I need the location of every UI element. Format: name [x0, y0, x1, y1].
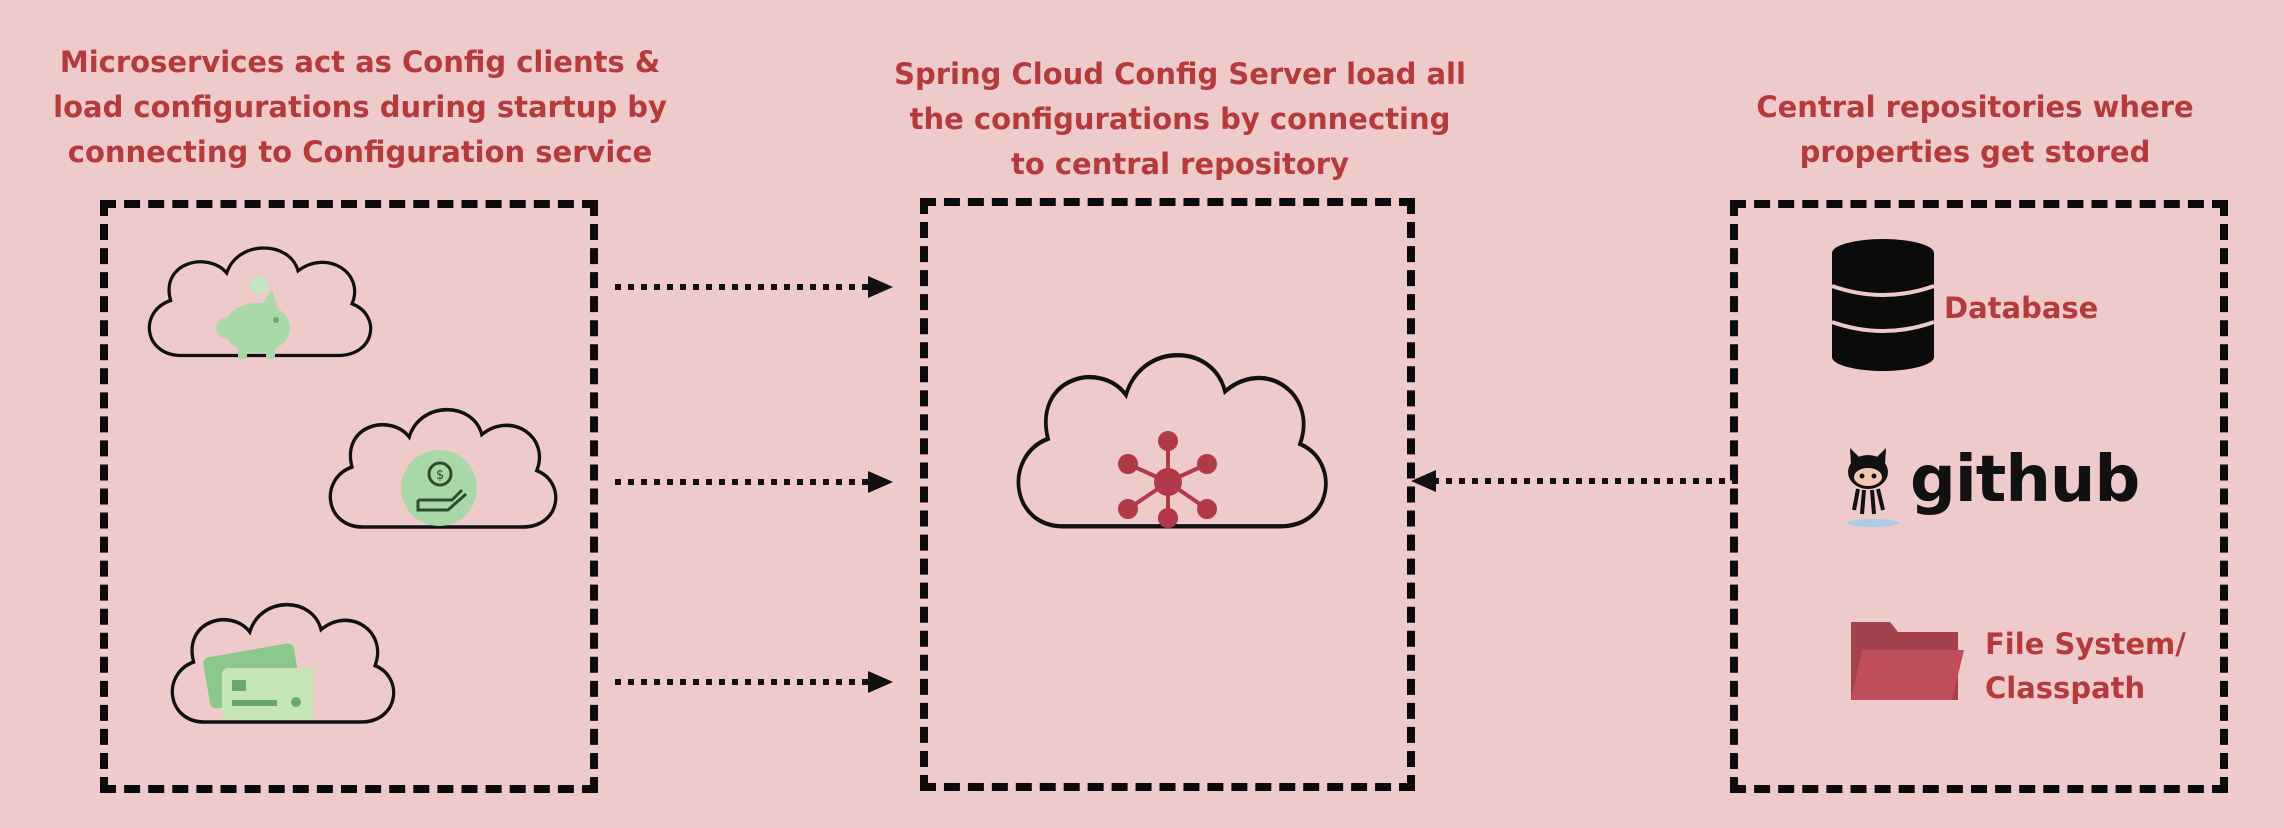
- filesystem-label: File System/ Classpath: [1985, 622, 2186, 710]
- hub-network-icon: [1118, 431, 1217, 528]
- repositories-box: [1730, 200, 2228, 793]
- config-server-caption-line-2: the configurations by connecting: [909, 102, 1451, 136]
- microservices-caption-line-2: load configurations during startup by: [53, 90, 667, 124]
- github-label: github: [1910, 443, 2140, 517]
- filesystem-label-line-2: Classpath: [1985, 671, 2146, 705]
- database-icon: [1831, 239, 1935, 371]
- credit-cards-icon: [203, 643, 314, 720]
- microservices-caption: Microservices act as Config clients & lo…: [40, 40, 680, 175]
- svg-text:$: $: [436, 468, 444, 483]
- filesystem-label-line-1: File System/: [1985, 627, 2186, 661]
- repositories-caption: Central repositories where properties ge…: [1705, 85, 2245, 175]
- config-server-box: [920, 198, 1415, 791]
- repositories-caption-line-1: Central repositories where: [1756, 90, 2194, 124]
- piggy-bank-icon: [216, 276, 290, 359]
- repositories-caption-line-2: properties get stored: [1799, 135, 2151, 169]
- config-server-caption-line-1: Spring Cloud Config Server load all: [894, 57, 1466, 91]
- arrow-microservice-1: [615, 276, 893, 298]
- microservices-caption-line-3: connecting to Configuration service: [67, 135, 653, 169]
- octocat-icon: [1847, 448, 1899, 527]
- database-label: Database: [1944, 291, 2099, 325]
- microservices-caption-line-1: Microservices act as Config clients &: [59, 45, 661, 79]
- arrow-microservice-3: [615, 671, 893, 693]
- folder-icon: [1851, 622, 1964, 700]
- arrow-repository: [1411, 470, 1738, 492]
- config-server-caption-line-3: to central repository: [1010, 147, 1349, 181]
- money-hand-icon: $: [401, 450, 477, 526]
- microservices-box: [100, 200, 598, 793]
- config-server-caption: Spring Cloud Config Server load all the …: [860, 52, 1500, 187]
- arrow-microservice-2: [615, 471, 893, 493]
